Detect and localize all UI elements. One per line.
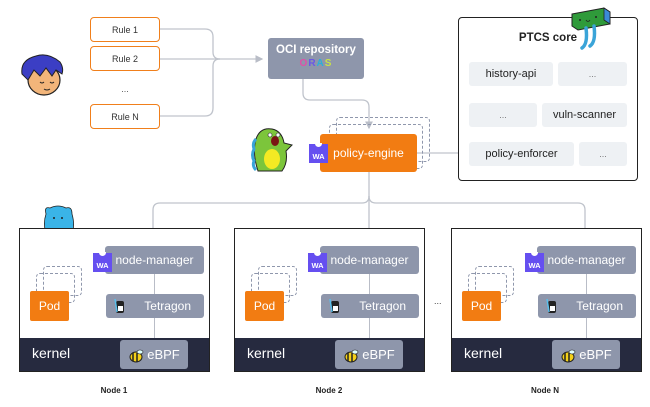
ebpf: eBPF bbox=[552, 340, 620, 369]
tetragon-icon bbox=[329, 298, 339, 313]
tetragon: Tetragon bbox=[106, 294, 204, 318]
dinosaur-mascot-icon bbox=[248, 123, 294, 175]
tetragon-icon bbox=[114, 298, 124, 313]
oci-repository: OCI repository ORAS bbox=[268, 38, 364, 79]
rule-label: Rule 1 bbox=[111, 24, 138, 35]
connector-line bbox=[369, 274, 371, 294]
kernel-label: kernel bbox=[464, 345, 503, 361]
ptcs-core: PTCS core history-api ... ... vuln-scann… bbox=[458, 17, 638, 181]
ebpf: eBPF bbox=[335, 340, 403, 369]
oras-letter: R bbox=[308, 58, 317, 69]
connector-rule-1 bbox=[160, 28, 221, 60]
kernel-label: kernel bbox=[32, 345, 71, 361]
bee-icon bbox=[129, 349, 144, 362]
connector-line bbox=[586, 318, 588, 340]
oras-letter: S bbox=[324, 58, 333, 69]
node-1: Pod node-manager WA Tetragon kernel eBPF bbox=[19, 228, 210, 372]
tetragon-label: Tetragon bbox=[576, 299, 623, 313]
oci-repository-title: OCI repository bbox=[276, 44, 356, 56]
wasm-icon: WA bbox=[525, 252, 544, 272]
oras-letter: O bbox=[299, 58, 309, 69]
policy-engine-label: policy-engine bbox=[333, 146, 404, 160]
node-manager: node-manager bbox=[320, 246, 419, 274]
wasm-icon: WA bbox=[309, 143, 328, 163]
service-vuln-scanner: vuln-scanner bbox=[542, 103, 627, 127]
rule-box-1: Rule 1 bbox=[90, 17, 160, 42]
tetragon-label: Tetragon bbox=[359, 299, 406, 313]
bee-icon bbox=[561, 349, 576, 362]
kernel: kernel eBPF bbox=[20, 338, 209, 371]
kernel: kernel eBPF bbox=[235, 338, 424, 371]
rule-box-n: Rule N bbox=[90, 104, 160, 129]
pod: Pod bbox=[462, 291, 501, 321]
ebpf-label: eBPF bbox=[579, 347, 612, 362]
nodes-ellipsis: ... bbox=[434, 296, 442, 306]
oras-letter: A bbox=[316, 58, 325, 69]
service-placeholder: ... bbox=[469, 103, 537, 127]
rules-ellipsis: ... bbox=[121, 84, 129, 94]
kernel: kernel eBPF bbox=[452, 338, 641, 371]
connector-line bbox=[586, 274, 588, 294]
rule-label: Rule N bbox=[111, 111, 139, 122]
pod: Pod bbox=[30, 291, 69, 321]
connector-rule-n bbox=[160, 58, 221, 117]
policy-engine: policy-engine bbox=[320, 134, 417, 172]
service-placeholder: ... bbox=[558, 62, 627, 86]
service-history-api: history-api bbox=[469, 62, 553, 86]
node-label: Node N bbox=[531, 386, 559, 395]
tetragon: Tetragon bbox=[538, 294, 636, 318]
service-policy-enforcer: policy-enforcer bbox=[469, 142, 574, 166]
ebpf-label: eBPF bbox=[362, 347, 395, 362]
tetragon-icon bbox=[546, 298, 556, 313]
node-label: Node 1 bbox=[100, 386, 128, 395]
node-manager: node-manager bbox=[105, 246, 204, 274]
node-label: Node 2 bbox=[315, 386, 343, 395]
connector-line bbox=[154, 318, 156, 340]
box-mascot-icon bbox=[570, 6, 612, 52]
wasm-icon: WA bbox=[308, 252, 327, 272]
developer-mascot-icon bbox=[18, 52, 66, 98]
node-2: Pod node-manager WA Tetragon kernel eBPF bbox=[234, 228, 425, 372]
bee-icon bbox=[344, 349, 359, 362]
pod: Pod bbox=[245, 291, 284, 321]
oras-logo-icon: ORAS bbox=[268, 58, 364, 69]
rule-box-2: Rule 2 bbox=[90, 46, 160, 71]
ptcs-core-title: PTCS core bbox=[518, 32, 578, 44]
wasm-icon: WA bbox=[93, 252, 112, 272]
tetragon-label: Tetragon bbox=[144, 299, 191, 313]
connector-line bbox=[369, 318, 371, 340]
ebpf-label: eBPF bbox=[147, 347, 180, 362]
ebpf: eBPF bbox=[120, 340, 188, 369]
rule-label: Rule 2 bbox=[111, 53, 138, 64]
service-placeholder: ... bbox=[579, 142, 627, 166]
node-manager: node-manager bbox=[537, 246, 636, 274]
kernel-label: kernel bbox=[247, 345, 286, 361]
tetragon: Tetragon bbox=[321, 294, 419, 318]
node-n: Pod node-manager WA Tetragon kernel eBPF bbox=[451, 228, 642, 372]
connector-line bbox=[154, 274, 156, 294]
